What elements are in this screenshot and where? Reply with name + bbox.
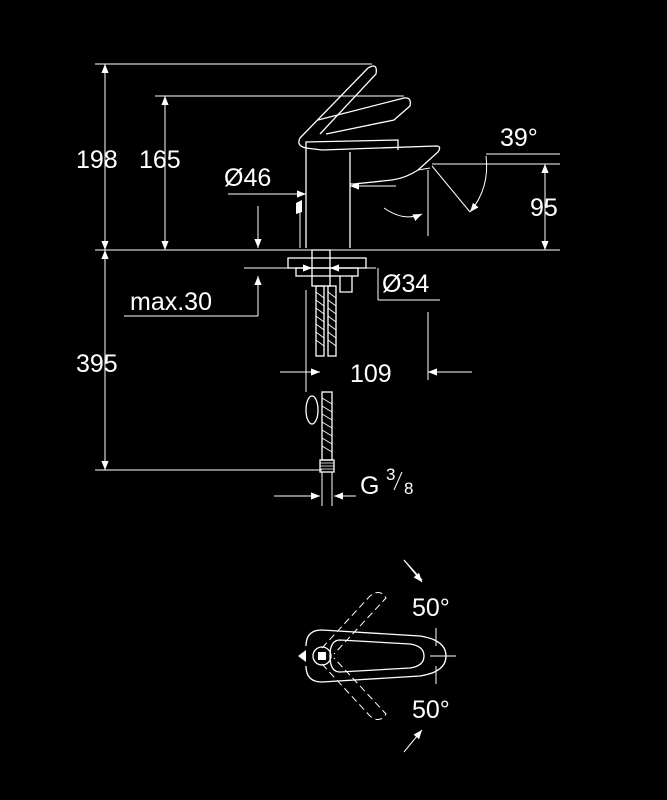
dim-label-d46: Ø46 (224, 164, 271, 192)
top-spout-inner (329, 639, 425, 673)
dim-label-50-upper: 50° (412, 594, 450, 622)
lower-hose-braid (321, 397, 333, 453)
pull-rod-clamp (305, 395, 319, 425)
dim-label-g: G (360, 472, 379, 500)
hose-braid (315, 291, 337, 347)
top-lever-core (318, 652, 326, 660)
lower-hose (321, 391, 333, 461)
dim-label-198: 198 (76, 146, 118, 174)
arc-39 (469, 155, 488, 213)
dim-label-95: 95 (530, 194, 558, 222)
faucet-spout (321, 145, 441, 185)
spout-angle-line (431, 165, 471, 213)
top-popup-marker (298, 650, 306, 662)
popup-knob (296, 200, 302, 214)
dim-line-50-upper (403, 559, 423, 583)
mounting-bracket (339, 276, 353, 293)
mounting-washer (295, 267, 359, 277)
dim-label-g-denominator: 8 (404, 479, 413, 498)
spout-outlet (417, 167, 431, 171)
dim-label-109: 109 (350, 360, 392, 388)
dim-label-50-lower: 50° (412, 696, 450, 724)
supply-hose-1 (315, 285, 325, 357)
connector-thread (320, 462, 334, 470)
top-body (305, 629, 447, 683)
faucet-body (305, 148, 351, 248)
dim-label-g-numerator: 3 (386, 465, 395, 484)
dim-label-d34: Ø34 (382, 270, 429, 298)
arc-39-inner (383, 207, 423, 221)
dim-line-50-lower (403, 729, 423, 753)
lever-rotated-lower (321, 657, 387, 720)
top-view: 50° 50° (298, 559, 456, 753)
dim-label-165: 165 (139, 146, 181, 174)
dim-label-395: 395 (76, 350, 118, 378)
faucet-cap (305, 139, 399, 150)
dim-label-max30: max.30 (130, 288, 212, 316)
mounting-nut (287, 257, 367, 269)
top-lever-knob (312, 646, 332, 666)
side-view: 198 165 Ø46 39° 95 Ø34 max.30 395 109 G … (76, 63, 560, 506)
dim-label-39: 39° (500, 124, 538, 152)
supply-hose-2 (327, 285, 337, 357)
lever-handle (298, 65, 412, 151)
lever-rotated-upper (321, 592, 387, 655)
fraction-slash (393, 471, 403, 491)
